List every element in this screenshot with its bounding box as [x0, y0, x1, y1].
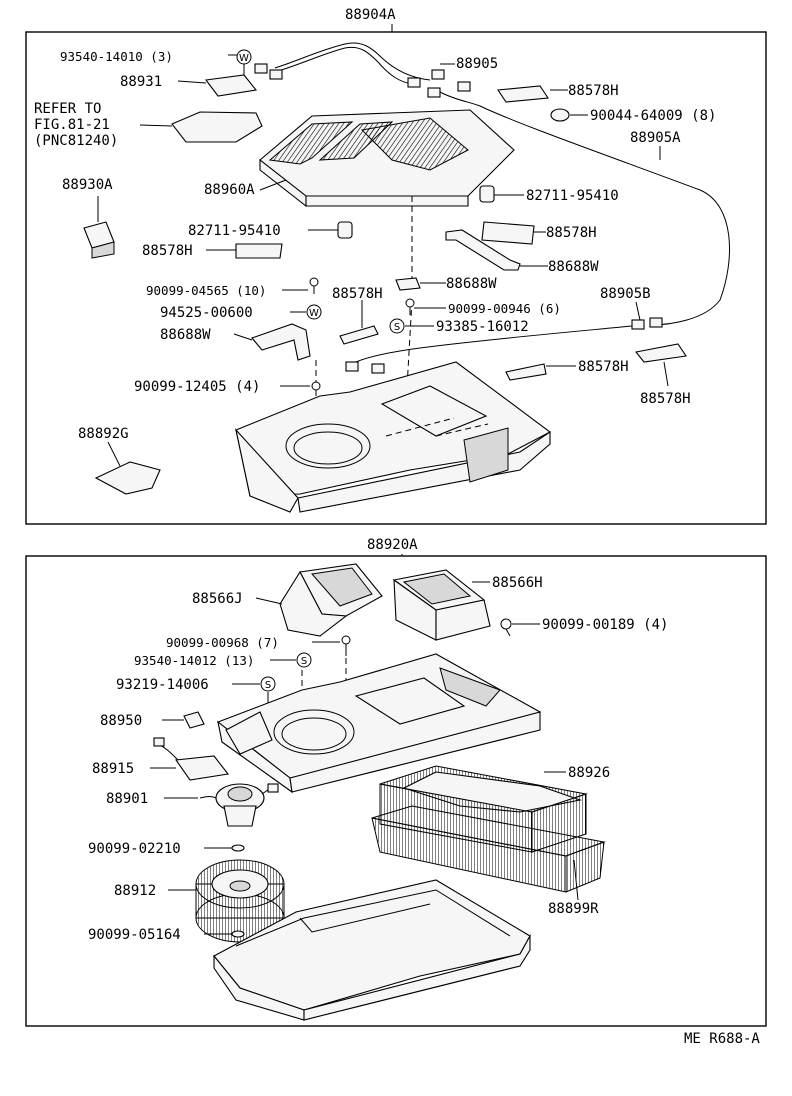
label-90099-00189: 90099-00189 (4): [542, 617, 668, 633]
label-88578h-e: 88578H: [578, 359, 629, 375]
refer-line-1: REFER TO: [34, 101, 101, 117]
bracket-88688w-right-icon: [445, 229, 521, 271]
screw-90099-00189-icon: [500, 618, 512, 637]
clip-right-icon: [479, 185, 495, 203]
symbol-s-93540-text: S: [301, 656, 307, 667]
duct-88566j-icon: [279, 563, 383, 637]
bracket-88688w-left-icon: [251, 323, 311, 361]
symbol-w-94525-icon: [306, 304, 322, 320]
label-88566j: 88566J: [192, 591, 243, 607]
label-88578h-b: 88578H: [142, 243, 193, 259]
label-88905: 88905: [456, 56, 498, 72]
pad-far-right-icon: [635, 343, 687, 363]
bracket-88892g-icon: [94, 461, 161, 495]
pad-88578h-icon: [497, 85, 549, 103]
label-88899r: 88899R: [548, 901, 599, 917]
label-90099-05164: 90099-05164: [88, 927, 181, 943]
label-93219-14006: 93219-14006: [116, 677, 209, 693]
label-90099-00946: 90099-00946 (6): [448, 301, 561, 316]
part-88950-icon: [183, 711, 205, 729]
screw-90099-00946-icon: [405, 298, 415, 315]
label-90044-64009: 90044-64009 (8): [590, 108, 716, 124]
nut-90099-12405-icon: [311, 381, 321, 391]
symbol-s-93385-text: S: [394, 322, 400, 333]
connector-88905-lower-icon-2: [371, 363, 385, 374]
label-88688w-b: 88688W: [446, 276, 497, 292]
label-93540-14010: 93540-14010 (3): [60, 49, 173, 64]
cover-88960a-icon: [259, 109, 515, 208]
clip-left-icon: [337, 221, 353, 239]
rod-88578h-icon: [339, 325, 379, 345]
label-90099-02210: 90099-02210: [88, 841, 181, 857]
upper-assembly-frame: [25, 31, 767, 525]
pad-left-icon: [235, 243, 283, 259]
filter-88899r-icon: [371, 805, 606, 893]
label-88931: 88931: [120, 74, 162, 90]
label-88912: 88912: [114, 883, 156, 899]
label-94525-00600: 94525-00600: [160, 305, 253, 321]
label-88578h-f: 88578H: [640, 391, 691, 407]
label-82711-95410-right: 82711-95410: [526, 188, 619, 204]
symbol-s-93385-icon: [389, 318, 405, 334]
label-93540-14012: 93540-14012 (13): [134, 653, 254, 668]
clamp-icon: [550, 108, 570, 122]
rod-88578h-right-icon: [505, 363, 547, 381]
refer-line-3: (PNC81240): [34, 133, 118, 149]
symbol-w-text: W: [239, 53, 249, 64]
assembly-lower-number: 88920A: [367, 537, 418, 553]
wire-harness-88905: [254, 42, 730, 326]
connector-88905b-icon: [631, 319, 645, 330]
resistor-88915-icon: [153, 737, 230, 781]
label-88578h-a: 88578H: [568, 83, 619, 99]
bottom-case-icon: [213, 879, 531, 1021]
label-93385-16012: 93385-16012: [436, 319, 529, 335]
part-88931-icon: [204, 74, 258, 97]
label-88688w-a: 88688W: [548, 259, 599, 275]
nut-90099-05164-icon: [231, 930, 245, 938]
bracket-88688w-center-icon: [395, 277, 421, 291]
label-88688w-c: 88688W: [160, 327, 211, 343]
label-88915: 88915: [92, 761, 134, 777]
connector-88905b-icon-2: [649, 317, 663, 328]
switch-88930a-icon: [83, 221, 115, 259]
label-88950: 88950: [100, 713, 142, 729]
symbol-s-93219-text: S: [265, 680, 271, 691]
footer-code: ME R688-A: [684, 1031, 760, 1047]
screw-90099-00968-icon: [341, 635, 351, 656]
label-88566h: 88566H: [492, 575, 543, 591]
assembly-upper-number: 88904A: [345, 7, 396, 23]
symbol-w-94525-text: W: [309, 308, 319, 319]
washer-90099-02210-icon: [231, 844, 245, 852]
label-90099-04565: 90099-04565 (10): [146, 283, 266, 298]
housing-upper-icon: [235, 361, 552, 513]
label-88578h-c: 88578H: [546, 225, 597, 241]
lower-assembly-frame: [25, 555, 767, 1027]
screw-90099-04565-icon: [309, 277, 319, 294]
reference-plate-icon: [171, 111, 263, 143]
label-82711-95410-left: 82711-95410: [188, 223, 281, 239]
label-88930a: 88930A: [62, 177, 113, 193]
housing-lower-icon: [216, 653, 542, 794]
refer-line-2: FIG.81-21: [34, 117, 110, 133]
label-88578h-d: 88578H: [332, 286, 383, 302]
label-88905b: 88905B: [600, 286, 651, 302]
connector-88905-lower-icon: [345, 361, 359, 372]
label-90099-00968: 90099-00968 (7): [166, 635, 279, 650]
label-88960a: 88960A: [204, 182, 255, 198]
duct-88566h-icon: [392, 569, 491, 641]
pad-right-icon: [481, 221, 535, 245]
label-88901: 88901: [106, 791, 148, 807]
symbol-s-93219-icon: [260, 676, 276, 692]
label-88892g: 88892G: [78, 426, 129, 442]
symbol-s-93540-icon: [296, 652, 312, 668]
motor-88901-icon: [199, 783, 279, 827]
label-90099-12405: 90099-12405 (4): [134, 379, 260, 395]
label-88926: 88926: [568, 765, 610, 781]
label-88905a: 88905A: [630, 130, 681, 146]
